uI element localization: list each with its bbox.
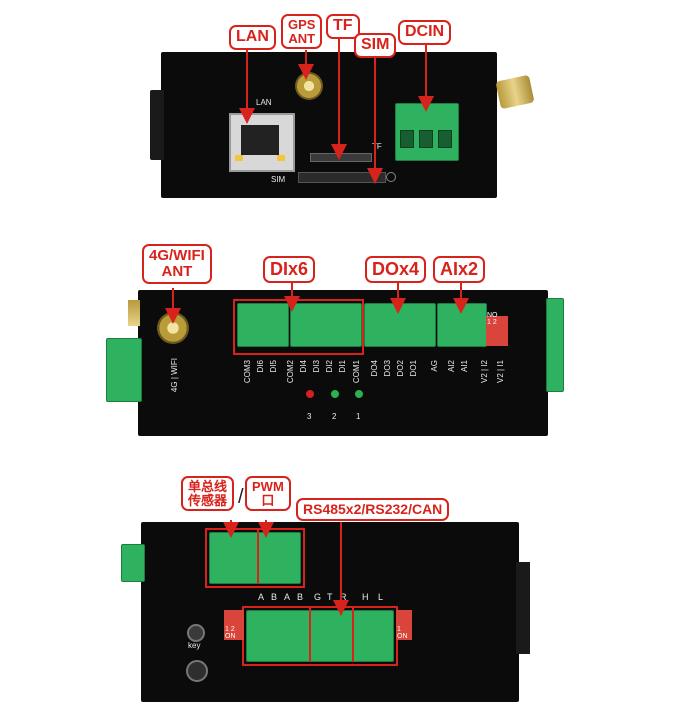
led-1 bbox=[355, 390, 363, 398]
di-terminal-block-b bbox=[290, 303, 362, 347]
bottom-pin-label: A bbox=[284, 592, 291, 602]
key-button bbox=[187, 624, 205, 642]
sensor-pwm-divider bbox=[257, 528, 259, 584]
left-dip-switch-label: 1 2 ON bbox=[225, 626, 236, 640]
bottom-pin-label: B bbox=[271, 592, 278, 602]
bottom-pin-label: T bbox=[327, 592, 333, 602]
bottom-pin-label: H bbox=[362, 592, 369, 602]
lan-port bbox=[229, 113, 295, 172]
bottom-pin-label: A bbox=[258, 592, 265, 602]
bus-divider-2 bbox=[352, 606, 354, 662]
bus-terminal bbox=[246, 610, 394, 662]
tf-silk-label: TF bbox=[372, 142, 382, 151]
middle-side-terminal-right bbox=[546, 298, 564, 392]
callout-4g-wifi-ant: 4G/WIFI ANT bbox=[142, 244, 212, 284]
led-2 bbox=[331, 390, 339, 398]
led-3 bbox=[306, 390, 314, 398]
led-number-2: 2 bbox=[332, 412, 337, 421]
callout-lan: LAN bbox=[229, 25, 276, 50]
callout-do: DOx4 bbox=[365, 256, 427, 283]
sensor-pwm-terminal bbox=[209, 532, 301, 584]
callout-di: DIx6 bbox=[263, 256, 316, 283]
callout-sim: SIM bbox=[354, 33, 397, 58]
dcin-slot-1 bbox=[400, 130, 414, 148]
callout-tf: TF bbox=[326, 14, 360, 39]
bus-divider-1 bbox=[309, 606, 311, 662]
di-terminal-block-a bbox=[237, 303, 289, 347]
callout-slash: / bbox=[238, 486, 244, 508]
sim-card-slot bbox=[298, 172, 386, 183]
lan-silk-label: LAN bbox=[256, 98, 272, 107]
callout-dcin: DCIN bbox=[398, 20, 452, 45]
left-dip-switch bbox=[224, 610, 244, 640]
bottom-pin-label: G bbox=[314, 592, 322, 602]
sim-eject-button bbox=[386, 172, 396, 182]
bottom-pin-label: R bbox=[340, 592, 347, 602]
callout-pwm: PWM 口 bbox=[245, 476, 291, 512]
led-number-1: 1 bbox=[356, 412, 361, 421]
ai-dip-switch-label: NO 1 2 bbox=[487, 312, 498, 326]
callout-ai: AIx2 bbox=[433, 256, 486, 283]
ai-mode-dip-switch bbox=[486, 316, 508, 346]
callout-bus: RS485x2/RS232/CAN bbox=[296, 498, 450, 521]
dcin-slot-3 bbox=[438, 130, 452, 148]
bottom-side-bracket bbox=[516, 562, 530, 654]
sim-silk-label: SIM bbox=[271, 175, 286, 184]
top-panel-side-bracket bbox=[150, 90, 164, 160]
led-number-3: 3 bbox=[307, 412, 312, 421]
callout-gps-ant: GPS ANT bbox=[281, 14, 323, 50]
right-dip-switch bbox=[396, 610, 412, 640]
dcin-slot-2 bbox=[419, 130, 433, 148]
bottom-pin-label: L bbox=[378, 592, 384, 602]
middle-side-terminal-left bbox=[106, 338, 142, 402]
callout-sensor: 单总线 传感器 bbox=[181, 476, 235, 512]
key-label: key bbox=[188, 641, 201, 650]
top-antenna-stub bbox=[128, 300, 140, 326]
bottom-pin-label: B bbox=[297, 592, 304, 602]
right-dip-switch-label: 1 ON bbox=[397, 626, 408, 640]
sensor-pwm-highlight bbox=[205, 528, 305, 588]
bottom-side-terminal-left bbox=[121, 544, 145, 582]
ground-screw bbox=[186, 660, 208, 682]
